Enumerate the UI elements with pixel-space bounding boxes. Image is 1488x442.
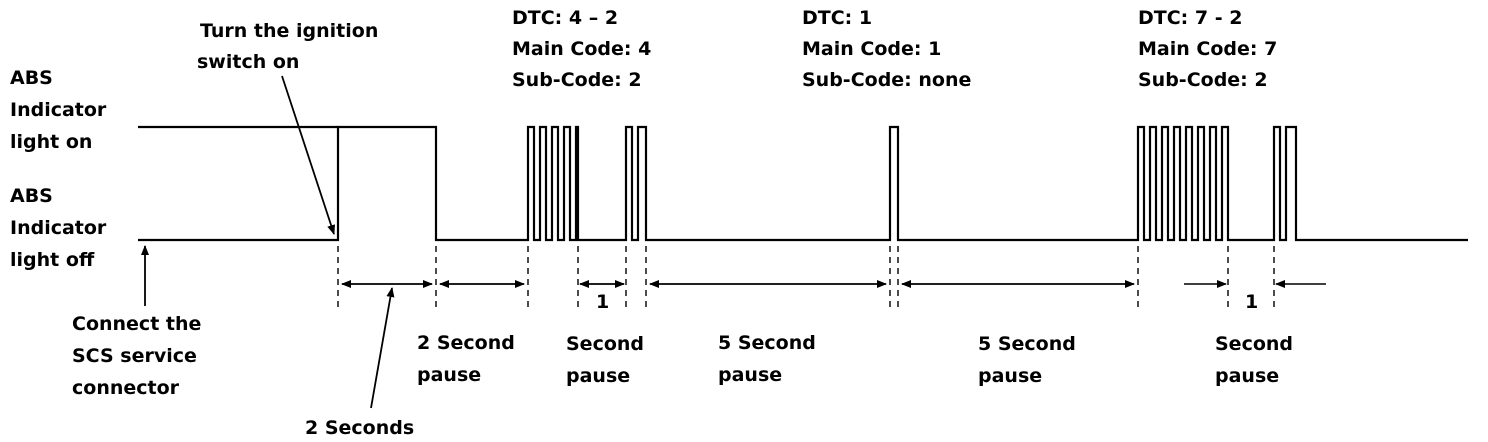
interval-line-2: pause	[566, 365, 630, 387]
interval-line-1: 2 Second	[417, 332, 515, 354]
interval-label: 1 Second pause	[566, 291, 644, 387]
interval-label: 2 Second pause	[417, 332, 515, 386]
interval-label: 1 Second pause	[1215, 291, 1293, 387]
level-off-line-2: Indicator	[10, 217, 107, 239]
dtc-label: DTC: 4 – 2	[512, 7, 618, 29]
ignition-line-2: switch on	[197, 51, 299, 73]
interval-markers	[337, 246, 1275, 308]
interval-line-2: pause	[417, 364, 481, 386]
interval-number: 1	[1245, 291, 1258, 313]
interval-number: 1	[596, 291, 609, 313]
interval-line-2: pause	[1215, 365, 1279, 387]
connect-line-3: connector	[72, 377, 180, 399]
interval-line-1: Second	[1215, 333, 1293, 355]
interval-line-1: 5 Second	[978, 333, 1076, 355]
level-label-off: ABS Indicator light off	[10, 185, 107, 271]
sub-code-label: Sub-Code: 2	[1138, 69, 1268, 91]
ignition-callout: Turn the ignition switch on	[197, 20, 378, 73]
dtc-block: DTC: 4 – 2 Main Code: 4 Sub-Code: 2	[512, 7, 651, 91]
sub-code-label: Sub-Code: 2	[512, 69, 642, 91]
interval-line-2: pause	[978, 365, 1042, 387]
interval-line-1: Second	[566, 333, 644, 355]
sub-code-label: Sub-Code: none	[802, 69, 971, 91]
connect-line-1: Connect the	[72, 313, 201, 335]
level-on-line-1: ABS	[10, 67, 53, 89]
level-label-on: ABS Indicator light on	[10, 67, 107, 153]
level-on-line-2: Indicator	[10, 99, 107, 121]
connect-callout: Connect the SCS service connector	[72, 313, 201, 399]
main-code-label: Main Code: 1	[802, 38, 941, 60]
main-code-label: Main Code: 7	[1138, 38, 1277, 60]
interval-label: 5 Second pause	[718, 332, 816, 386]
level-off-line-1: ABS	[10, 185, 53, 207]
interval-line-1: 5 Second	[718, 332, 816, 354]
dtc-label: DTC: 7 - 2	[1138, 7, 1242, 29]
two-seconds-label: 2 Seconds	[305, 417, 414, 439]
connect-line-2: SCS service	[72, 345, 197, 367]
interval-line-2: pause	[718, 364, 782, 386]
ignition-line-1: Turn the ignition	[200, 20, 378, 42]
dtc-label: DTC: 1	[802, 7, 872, 29]
two-seconds-pointer-arrow	[370, 287, 395, 409]
level-on-line-3: light on	[10, 131, 92, 153]
dtc-block: DTC: 1 Main Code: 1 Sub-Code: none	[802, 7, 971, 91]
signal-trace	[138, 125, 1468, 242]
main-code-label: Main Code: 4	[512, 38, 651, 60]
dtc-block: DTC: 7 - 2 Main Code: 7 Sub-Code: 2	[1138, 7, 1277, 91]
interval-label: 5 Second pause	[978, 333, 1076, 387]
level-off-line-3: light off	[10, 249, 95, 271]
ignition-pointer-arrow	[281, 75, 335, 235]
